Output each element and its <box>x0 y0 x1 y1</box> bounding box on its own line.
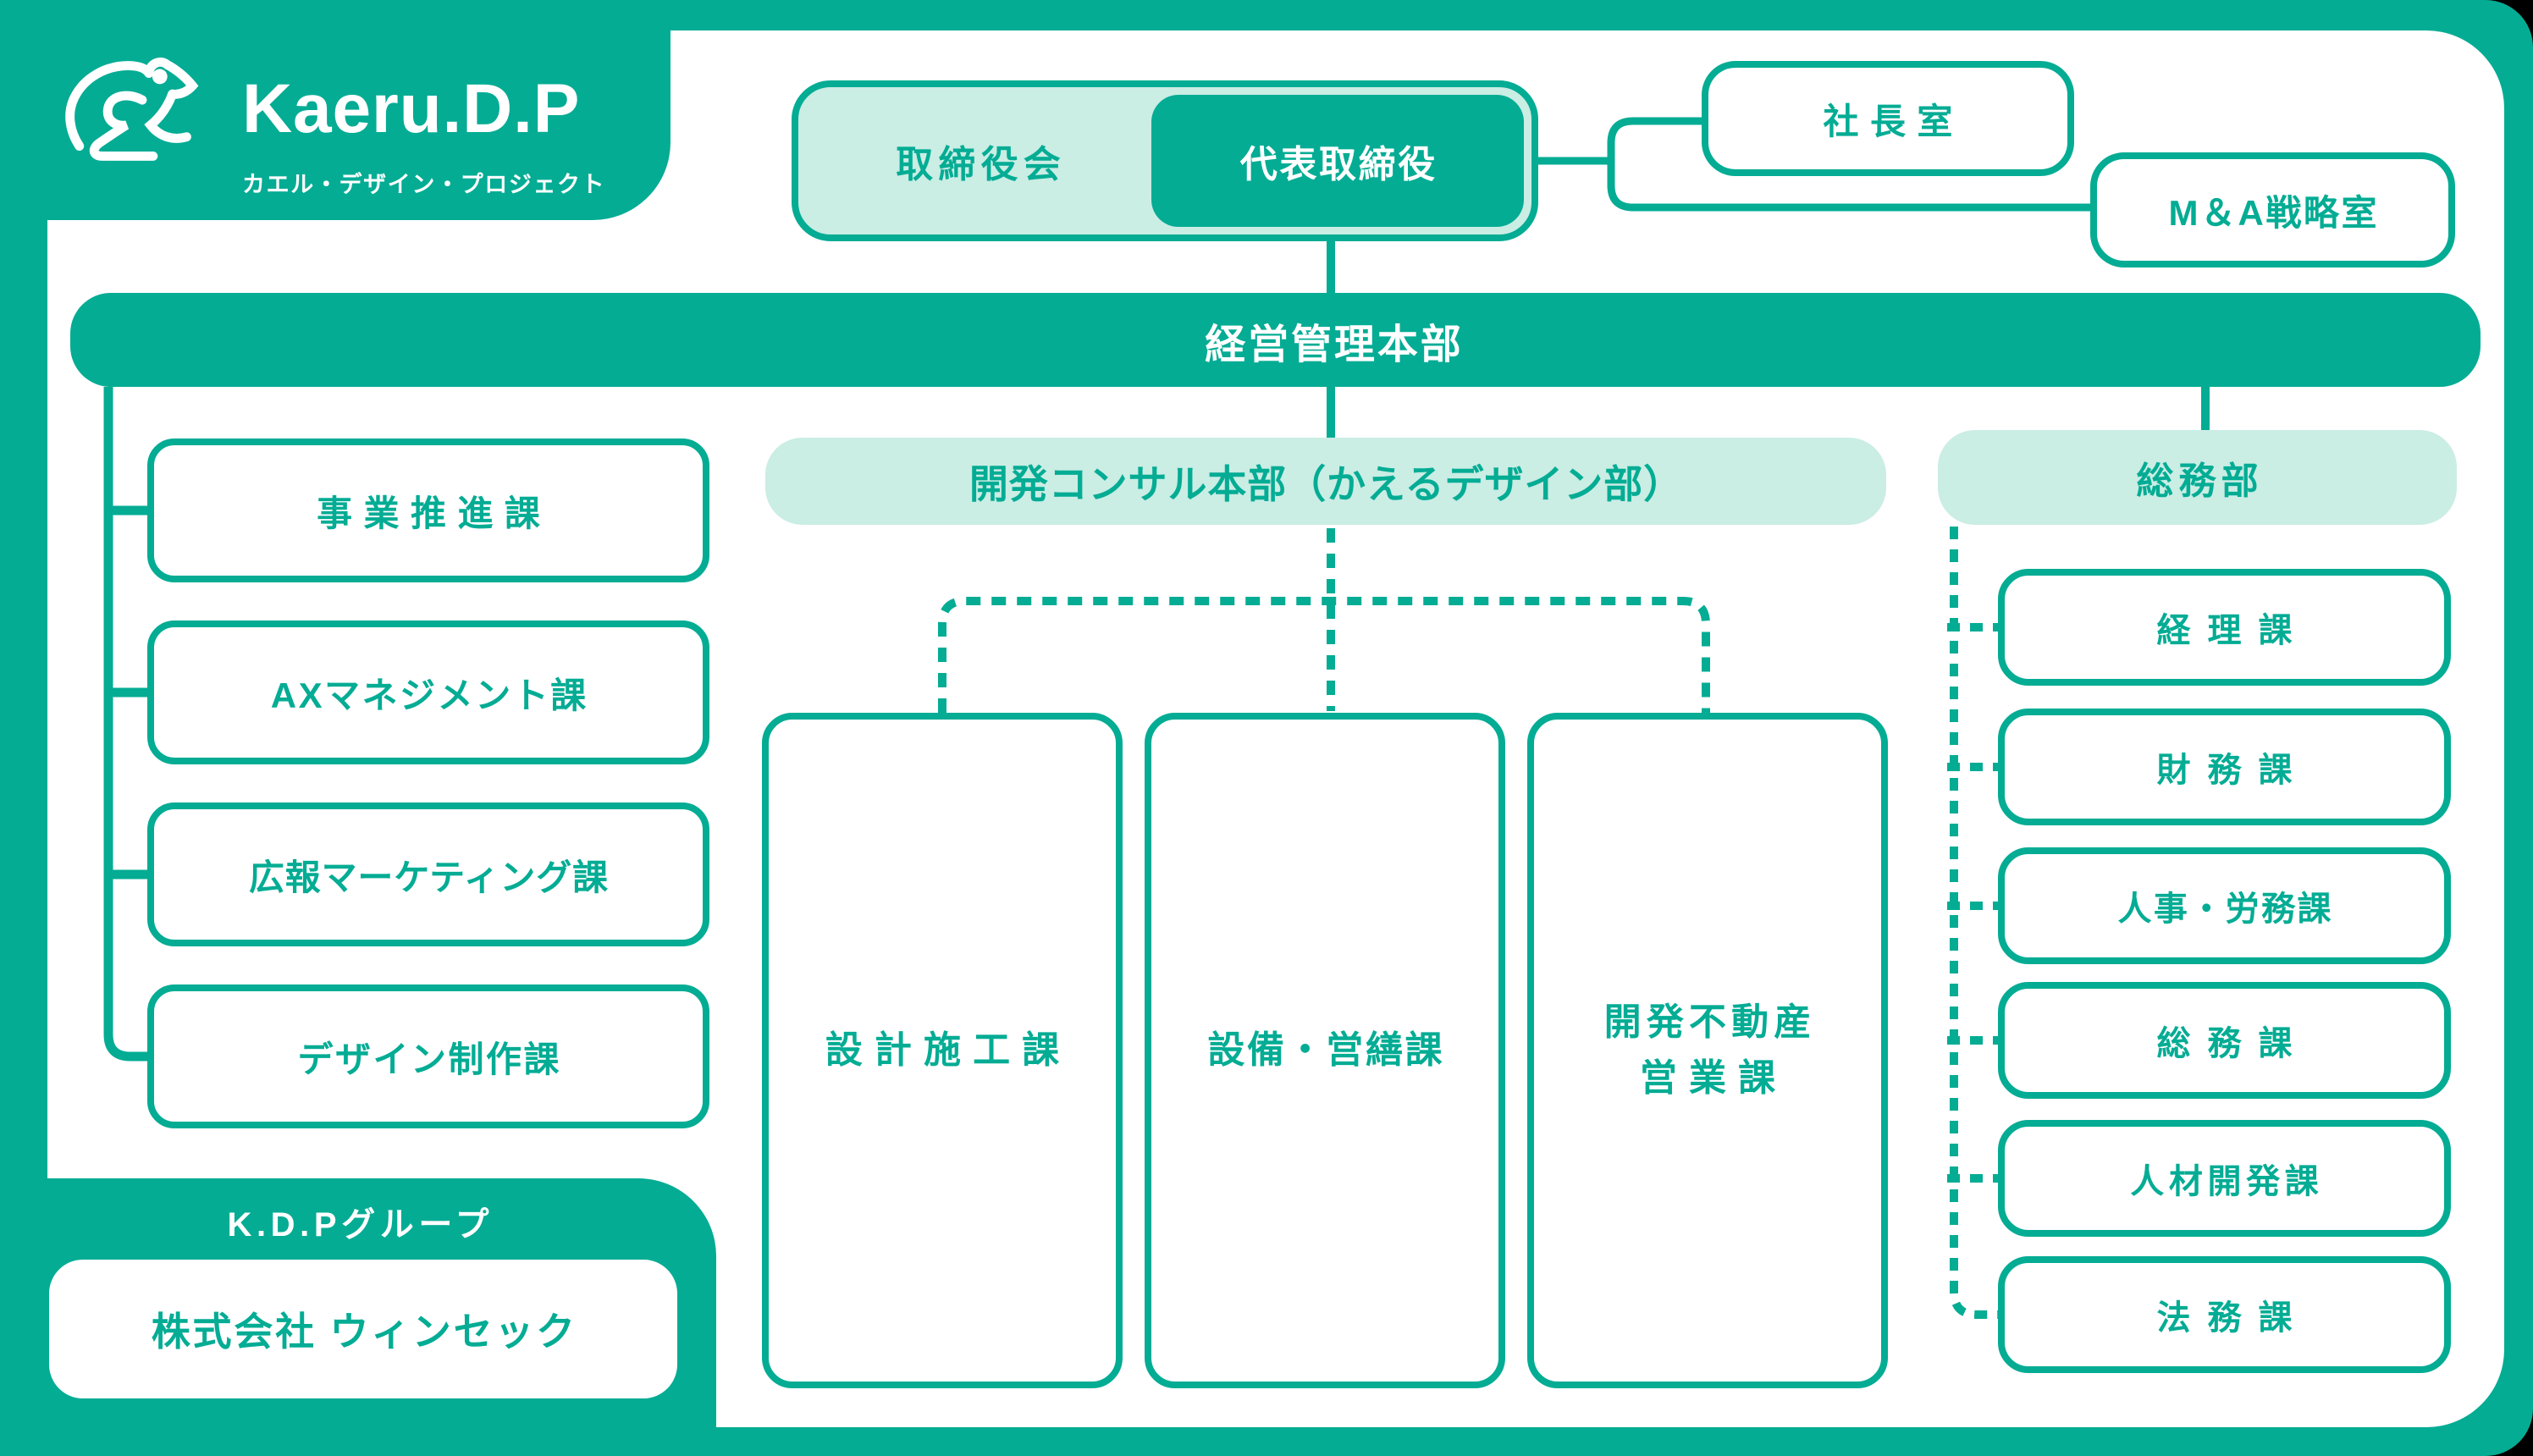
box-general-affairs: 総務課 <box>1998 982 2451 1099</box>
box-president-office: 社長室 <box>1702 61 2074 176</box>
box-talent-development: 人材開発課 <box>1998 1120 2451 1237</box>
brand-subtitle: カエル・デザイン・プロジェクト <box>242 172 606 197</box>
box-pr-marketing: 広報マーケティング課 <box>147 802 709 946</box>
box-facilities-maintenance: 設備・営繕課 <box>1145 713 1505 1388</box>
tall-box-label: 設備・営繕課 <box>1207 1029 1445 1071</box>
box-design-production: デザイン制作課 <box>147 984 709 1128</box>
header-general-affairs-dept: 総務部 <box>1938 430 2457 525</box>
box-development-realestate-sales: 開発不動産 営業課 <box>1527 713 1888 1388</box>
box-representative-director: 代表取締役 <box>1151 95 1524 227</box>
header-dev-consulting-hq: 開発コンサル本部（かえるデザイン部） <box>765 438 1886 525</box>
box-business-promotion: 事業推進課 <box>147 438 709 582</box>
tall-box-label: 設計施工課 <box>825 1029 1072 1071</box>
bar-management-hq: 経営管理本部 <box>70 293 2481 387</box>
logo-block: Kaeru.D.P カエル・デザイン・プロジェクト <box>0 0 670 220</box>
box-legal: 法務課 <box>1998 1256 2451 1373</box>
box-accounting: 経理課 <box>1998 569 2451 686</box>
brand-name: Kaeru.D.P <box>242 70 581 147</box>
tall-box-label-line2: 営業課 <box>1639 1057 1788 1099</box>
box-ma-strategy-office: M＆A戦略室 <box>2090 152 2455 267</box>
board-label: 取締役会 <box>896 144 1066 185</box>
box-finance: 財務課 <box>1998 709 2451 825</box>
box-hr-labor: 人事・労務課 <box>1998 847 2451 964</box>
box-ax-management: AXマネジメント課 <box>147 620 709 764</box>
frog-logo-icon <box>65 58 199 161</box>
kdp-group-label: K.D.Pグループ <box>227 1206 494 1244</box>
box-design-construction: 設計施工課 <box>762 713 1123 1388</box>
tall-box-label-line1: 開発不動産 <box>1603 1001 1817 1043</box>
management-hq-label: 経営管理本部 <box>1205 322 1464 367</box>
box-group-company-winsec: 株式会社 ウィンセック <box>49 1260 677 1398</box>
